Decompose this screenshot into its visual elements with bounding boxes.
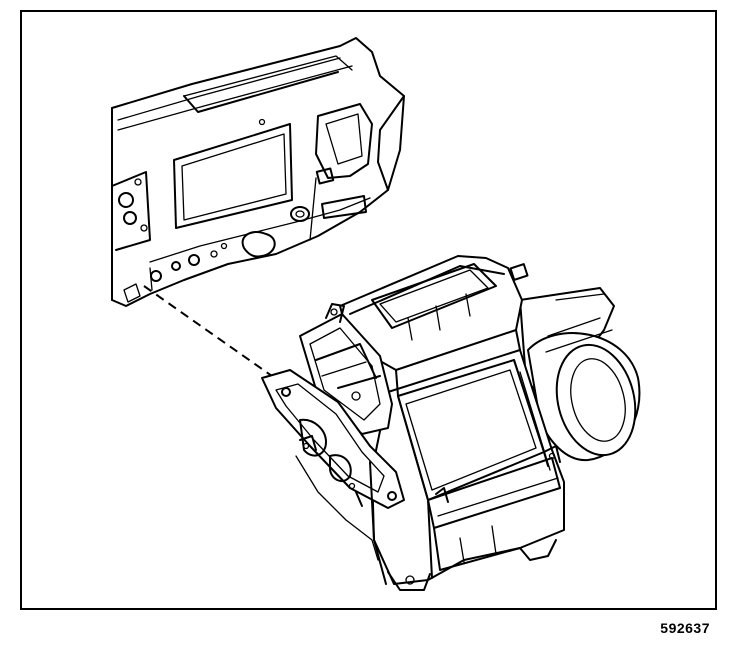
figure-id-label: 592637: [660, 620, 710, 636]
alignment-leader-line: [143, 285, 273, 377]
mode-door-linkage: [299, 303, 393, 435]
dash-panel: [111, 37, 405, 307]
blower-housing: [519, 287, 641, 462]
mounting-flange: [261, 369, 405, 585]
hvac-module-assembly: [261, 255, 641, 591]
illustration-frame: [20, 10, 717, 610]
case-fastener-tabs: [299, 435, 561, 507]
upper-plenum: [339, 255, 529, 397]
